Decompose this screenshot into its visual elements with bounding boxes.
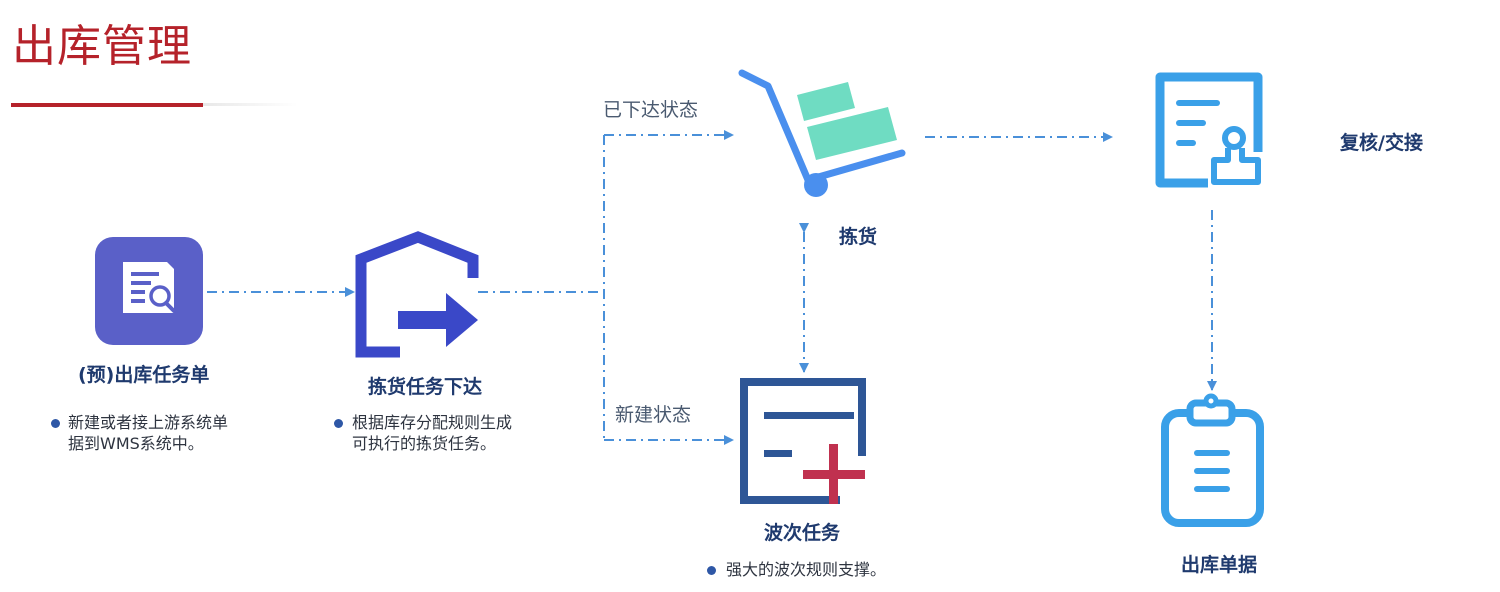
node-desc-picking-issue: 根据库存分配规则生成可执行的拣货任务。 — [352, 413, 513, 453]
list-add-icon — [740, 378, 866, 504]
node-label-review-handover: 复核/交接 — [1340, 132, 1423, 154]
title-underline — [11, 103, 203, 107]
node-label-wave-task: 波次任务 — [764, 522, 841, 544]
node-label-pre-outbound-task: (预)出库任务单 — [78, 364, 210, 386]
warehouse-exit-icon — [355, 231, 479, 358]
node-desc-pre-outbound-task: 新建或者接上游系统单据到WMS系统中。 — [68, 413, 229, 453]
bullet-dot — [334, 419, 343, 428]
node-label-picking: 拣货 — [839, 226, 878, 248]
node-label-picking-issue: 拣货任务下达 — [368, 376, 483, 398]
bullet-dot — [51, 419, 60, 428]
node-desc-wave-task: 强大的波次规则支撑。 — [726, 560, 887, 579]
node-label-outbound-doc: 出库单据 — [1181, 554, 1258, 576]
bullet-dot — [707, 566, 716, 575]
title-underline-fade — [203, 103, 298, 106]
document-search-icon — [95, 237, 203, 345]
edge-label-issued: 已下达状态 — [603, 99, 699, 121]
edge-label-new: 新建状态 — [615, 404, 692, 426]
page-title: 出库管理 — [12, 21, 192, 72]
cart-icon — [738, 69, 906, 197]
clipboard-icon — [1161, 393, 1264, 527]
connectors — [207, 130, 1217, 445]
document-stamp-icon — [1155, 72, 1263, 188]
